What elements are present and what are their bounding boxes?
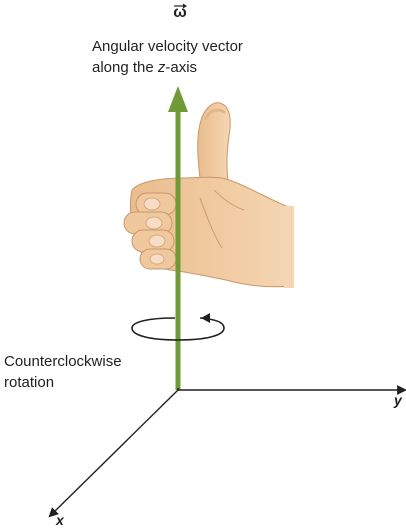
finger-2 xyxy=(123,211,173,235)
vector-label-line1: Angular velocity vector xyxy=(92,38,243,55)
coordinate-axes xyxy=(48,385,406,518)
thumbs-up-hand-icon xyxy=(123,102,294,288)
rotation-label-line2: rotation xyxy=(4,374,55,391)
omega-symbol: ω xyxy=(173,4,187,21)
x-axis xyxy=(48,389,179,518)
finger-4 xyxy=(139,248,177,270)
vector-label-axis: z xyxy=(157,59,166,76)
vector-arrow-icon xyxy=(174,3,187,9)
vector-label-line2: along the z-axis xyxy=(92,57,243,78)
finger-3 xyxy=(131,229,175,253)
x-axis-label: x xyxy=(56,512,64,528)
counterclockwise-rotation-icon xyxy=(131,313,225,341)
rotation-label-line1: Counterclockwise xyxy=(4,353,122,370)
angular-velocity-vector xyxy=(168,86,188,390)
vector-label-suffix: -axis xyxy=(165,59,198,76)
y-axis-label: y xyxy=(394,392,402,408)
rotation-label: Counterclockwise rotation xyxy=(4,351,122,393)
vector-label-prefix: along the xyxy=(92,59,158,76)
vector-label: Angular velocity vector along the z-axis xyxy=(92,36,243,78)
